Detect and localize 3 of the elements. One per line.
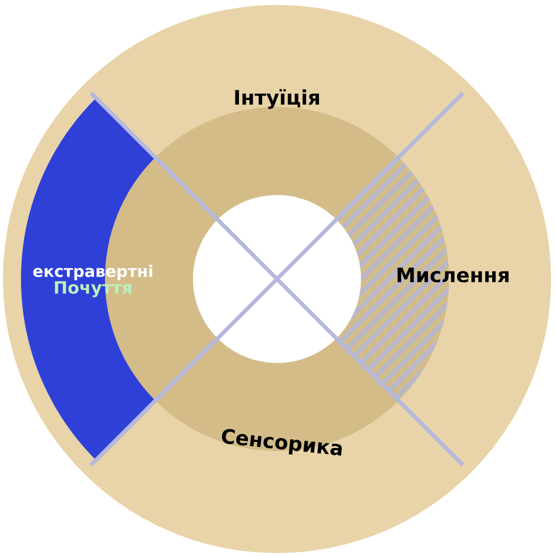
sector-label: Інтуїція	[235, 89, 319, 109]
sector-label: Сенсорика	[222, 428, 342, 456]
sector-label: Мислення	[398, 268, 509, 282]
